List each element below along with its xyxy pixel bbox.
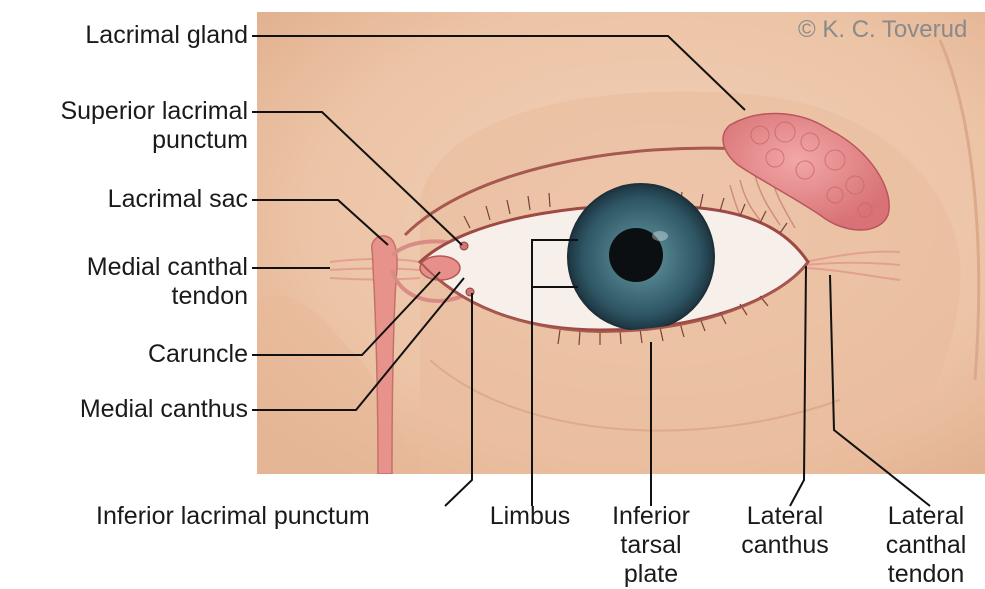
label-medial-canthal-tendon-line1: Medial canthal	[0, 253, 248, 282]
label-superior-punctum-line1: Superior lacrimal	[0, 97, 248, 126]
label-inferior-tarsal-plate-line1: Inferior	[590, 502, 712, 531]
label-caruncle: Caruncle	[0, 340, 248, 369]
label-lateral-canthal-tendon-line1: Lateral	[868, 502, 984, 531]
copyright-notice: © K. C. Toverud	[798, 16, 967, 44]
label-medial-canthal-tendon-line2: tendon	[0, 282, 248, 311]
label-lacrimal-sac: Lacrimal sac	[0, 185, 248, 214]
label-lateral-canthal-tendon: Lateral canthal tendon	[868, 502, 984, 589]
label-limbus: Limbus	[470, 502, 590, 531]
label-lateral-canthus: Lateral canthus	[722, 502, 848, 560]
label-inferior-lacrimal-punctum: Inferior lacrimal punctum	[96, 502, 370, 531]
label-medial-canthus: Medial canthus	[0, 395, 248, 424]
label-inferior-tarsal-plate-line3: plate	[590, 560, 712, 589]
label-lacrimal-gland: Lacrimal gland	[0, 21, 248, 50]
label-inferior-tarsal-plate: Inferior tarsal plate	[590, 502, 712, 589]
label-superior-lacrimal-punctum: Superior lacrimal punctum	[0, 97, 248, 155]
label-lateral-canthal-tendon-line2: canthal	[868, 531, 984, 560]
label-lateral-canthus-line1: Lateral	[722, 502, 848, 531]
label-lateral-canthus-line2: canthus	[722, 531, 848, 560]
label-superior-punctum-line2: punctum	[0, 126, 248, 155]
label-lateral-canthal-tendon-line3: tendon	[868, 560, 984, 589]
label-inferior-tarsal-plate-line2: tarsal	[590, 531, 712, 560]
illustration-panel	[257, 12, 985, 474]
label-medial-canthal-tendon: Medial canthal tendon	[0, 253, 248, 311]
iris-highlight	[652, 231, 668, 241]
